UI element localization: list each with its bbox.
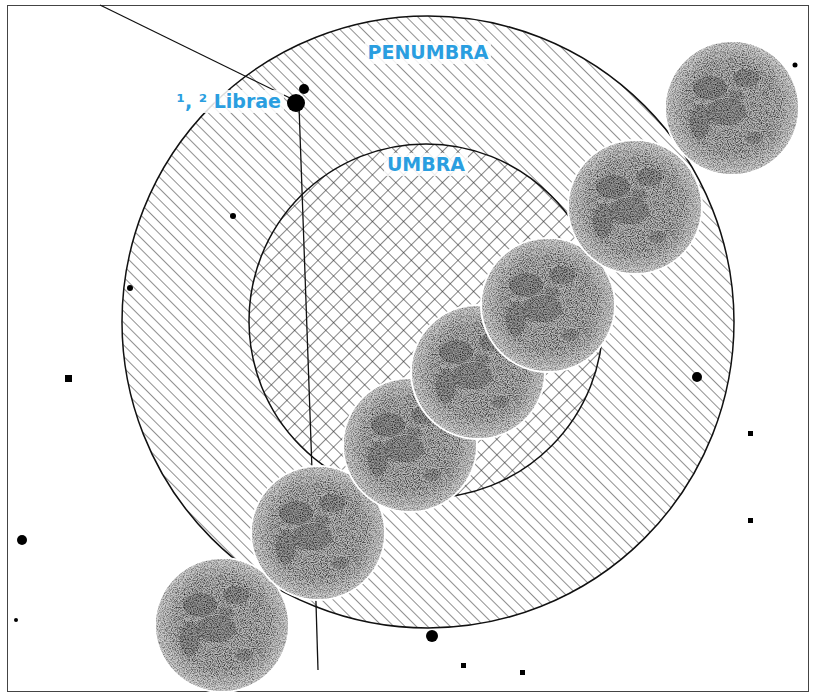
- umbra-region: UMBRA: [248, 143, 604, 499]
- constellation-lines: [100, 5, 318, 670]
- moon: [250, 465, 386, 601]
- moon: [664, 40, 800, 176]
- moon-sequence: [154, 40, 800, 693]
- region-label: PENUMBRA: [365, 41, 492, 64]
- moon: [410, 304, 546, 440]
- region-label: UMBRA: [384, 153, 468, 176]
- circle-outline: [248, 143, 604, 499]
- moon: [342, 377, 478, 513]
- moon: [154, 557, 290, 693]
- moon: [567, 139, 703, 275]
- star-label: ¹, ² Librae: [174, 90, 284, 113]
- moon: [480, 237, 616, 373]
- stars: [14, 63, 798, 676]
- penumbra-region: PENUMBRA UMBRA: [121, 15, 735, 629]
